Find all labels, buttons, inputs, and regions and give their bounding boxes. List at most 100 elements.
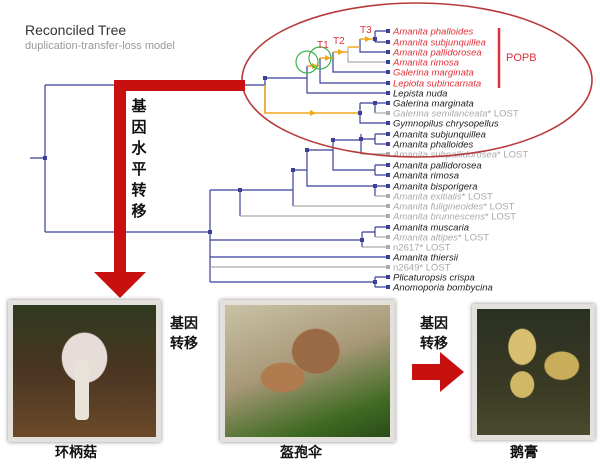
transfer-arrow (338, 49, 344, 55)
leaf-name: Amanita rimosa (392, 58, 459, 69)
gene-transfer-text: 基因 转移 (170, 316, 198, 352)
transfer-label-t3: T3 (360, 25, 372, 36)
leaf-tip (386, 255, 390, 259)
leaf-name: Amanita bisporigera (392, 182, 478, 193)
lost-marker: * LOST (419, 243, 450, 254)
caption-lepiota: 环柄菇 (55, 445, 97, 461)
transfer-arrow (365, 36, 371, 42)
leaf-tip (386, 40, 390, 44)
tree-node (358, 111, 362, 115)
leaf-label: n2649* LOST (393, 263, 451, 274)
lost-marker: * LOST (419, 263, 450, 274)
leaf-label: Amanita phalloides (392, 27, 474, 38)
mushroom-stem (75, 360, 89, 420)
leaf-tip (386, 50, 390, 54)
gene-transfer-text: 基因 转移 (420, 316, 448, 352)
leaf-tip (386, 60, 390, 64)
tree-node (291, 168, 295, 172)
tree-node (263, 76, 267, 80)
leaf-label: Amanita rimosa (392, 171, 459, 182)
leaf-label: Gymnopilus chrysopellus (393, 119, 499, 130)
leaf-label: Lepista nuda (393, 89, 447, 100)
leaf-tip (386, 235, 390, 239)
leaf-tip (386, 81, 390, 85)
popb-label: POPB (506, 52, 537, 64)
diagram-title: Reconciled Tree (25, 22, 127, 38)
leaf-name: n2649 (393, 263, 419, 274)
leaf-tip (386, 194, 390, 198)
gene-transfer-label-2: 基因 转移 (420, 314, 448, 354)
tree-node (373, 37, 377, 41)
leaf-name: Lepista nuda (393, 89, 447, 100)
leaf-label: Amanita bisporigera (392, 182, 478, 193)
leaf-name: Gymnopilus chrysopellus (393, 119, 499, 130)
tree-branch-lost (210, 153, 388, 268)
gene-transfer-arrow-2 (412, 352, 464, 392)
tree-node (43, 156, 47, 160)
leaf-name: Amanita rimosa (392, 171, 459, 182)
leaf-tip (386, 275, 390, 279)
tree-node (360, 238, 364, 242)
transfer-big-arrow (94, 80, 245, 298)
leaf-tip (386, 265, 390, 269)
leaf-tip (386, 204, 390, 208)
leaf-name: n2617 (393, 243, 419, 254)
leaf-label: Amanita thiersii (392, 253, 459, 264)
leaf-label: Galerina semilanceata* LOST (393, 109, 519, 120)
lost-marker: * LOST (488, 109, 519, 120)
leaf-label: Amanita subjunquillea (392, 38, 486, 49)
transfer-branch (264, 85, 360, 114)
tree-node (208, 230, 212, 234)
leaf-name: Plicaturopsis crispa (393, 273, 475, 284)
leaf-tip (386, 225, 390, 229)
leaf-label: Amanita subpallidorosea* LOST (392, 150, 528, 161)
leaf-tip (386, 29, 390, 33)
photo-galerina (220, 300, 395, 442)
leaf-label: Anomoporia bombycina (392, 283, 493, 294)
leaf-name: Anomoporia bombycina (392, 283, 493, 294)
leaf-label: n2617* LOST (393, 243, 451, 254)
leaf-name: Galerina semilanceata (393, 109, 488, 120)
leaf-name: Amanita thiersii (392, 253, 459, 264)
leaf-label: Amanita pallidorosea (392, 48, 482, 59)
tree-node (331, 138, 335, 142)
leaf-name: Amanita exitialis (392, 192, 462, 203)
tree-node (359, 137, 363, 141)
transfer-arrow (325, 55, 331, 61)
photo-amanita (472, 304, 595, 440)
leaf-tip (386, 152, 390, 156)
leaf-tip (386, 70, 390, 74)
caption-galerina: 盔孢伞 (280, 445, 322, 461)
transfer-arrow (310, 110, 316, 116)
leaf-label: Amanita exitialis* LOST (392, 192, 493, 203)
leaf-label: Amanita phalloides (392, 140, 474, 151)
tree-node (373, 101, 377, 105)
leaf-name: Amanita subjunquillea (392, 38, 486, 49)
leaf-tip (386, 163, 390, 167)
horizontal-gene-transfer-label: 基因水平转移 (131, 97, 147, 220)
leaf-name: Amanita pallidorosea (392, 161, 482, 172)
lost-marker: * LOST (462, 192, 493, 203)
tree-branch (265, 30, 388, 94)
tree-node (305, 148, 309, 152)
diagram-subtitle: duplication-transfer-loss model (25, 40, 175, 52)
leaf-label: Amanita fuligineoides* LOST (392, 202, 515, 213)
leaf-tip (386, 101, 390, 105)
leaf-name: Amanita phalloides (392, 140, 474, 151)
leaf-tip (386, 91, 390, 95)
lost-marker: * LOST (483, 202, 514, 213)
tree-branch (45, 133, 388, 282)
photo-lepiota (8, 300, 161, 442)
lost-marker: * LOST (497, 150, 528, 161)
gene-transfer-label-1: 基因 转移 (170, 314, 198, 354)
leaf-tip (386, 121, 390, 125)
leaf-label: Galerina marginata (393, 99, 474, 110)
leaf-label: Amanita subjunquillea (392, 130, 486, 141)
leaf-name: Amanita fuligineoides (392, 202, 484, 213)
caption-amanita: 鹅膏 (510, 445, 538, 461)
lost-marker: * LOST (458, 233, 489, 244)
leaf-label: Galerina marginata (393, 68, 474, 79)
leaf-label: Amanita altipes* LOST (392, 233, 489, 244)
leaf-name: Amanita brunnescens (392, 212, 485, 223)
